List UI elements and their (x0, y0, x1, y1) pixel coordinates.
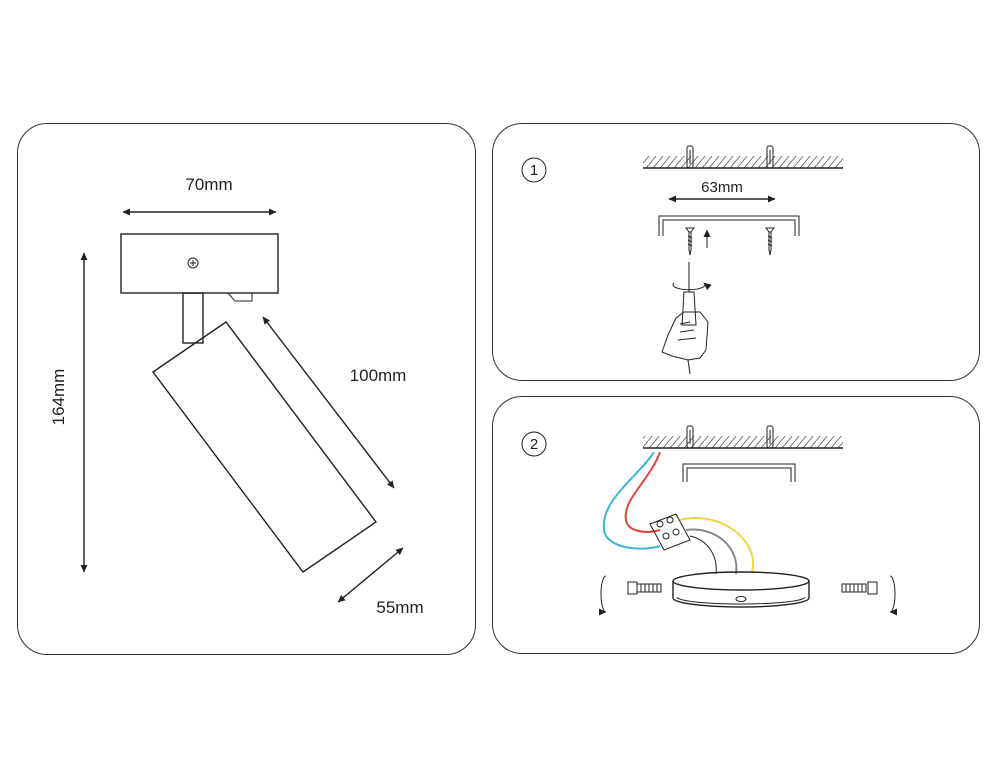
rotate-arrow-icon (598, 575, 607, 616)
base-latch (227, 292, 253, 302)
fixture-canopy (672, 571, 810, 608)
length-label: 100mm (350, 366, 407, 385)
terminal-block-icon (649, 513, 691, 551)
hand-icon (661, 311, 709, 361)
diameter-label: 55mm (376, 598, 423, 617)
screw-icon (187, 257, 199, 269)
diameter-dimension-arrow (337, 547, 404, 603)
mounting-bracket (682, 463, 796, 482)
step2-number: 2 (530, 436, 538, 453)
spacing-label: 63mm (701, 179, 743, 196)
screw-icon (765, 227, 775, 256)
step2-circle (521, 431, 547, 457)
wire-ground (689, 535, 717, 575)
screw-icon (685, 227, 695, 256)
bolt-icon (841, 581, 878, 595)
wire-blue (602, 451, 661, 550)
step1-number: 1 (530, 162, 538, 179)
screwdriver-icon (672, 262, 712, 326)
hand-fingers (677, 321, 697, 341)
swivel-stem (182, 292, 204, 344)
mounting-bracket (658, 215, 800, 236)
step1-circle (521, 157, 547, 183)
height-label: 164mm (49, 369, 68, 426)
hand-wrist (687, 359, 691, 375)
wire-yellow (679, 517, 755, 573)
wall-anchor-icon (766, 145, 774, 169)
wire-neutral (685, 528, 738, 575)
ceiling-hatch (643, 436, 843, 448)
rotate-arrow-icon (889, 575, 898, 616)
length-dimension-arrow (262, 316, 395, 489)
wall-anchor-icon (686, 145, 694, 169)
wire-red (624, 451, 661, 533)
bolt-icon (627, 581, 662, 595)
wall-anchor-icon (766, 425, 774, 449)
wall-anchor-icon (686, 425, 694, 449)
width-label: 70mm (185, 175, 232, 194)
spotlight-cylinder (152, 321, 377, 573)
